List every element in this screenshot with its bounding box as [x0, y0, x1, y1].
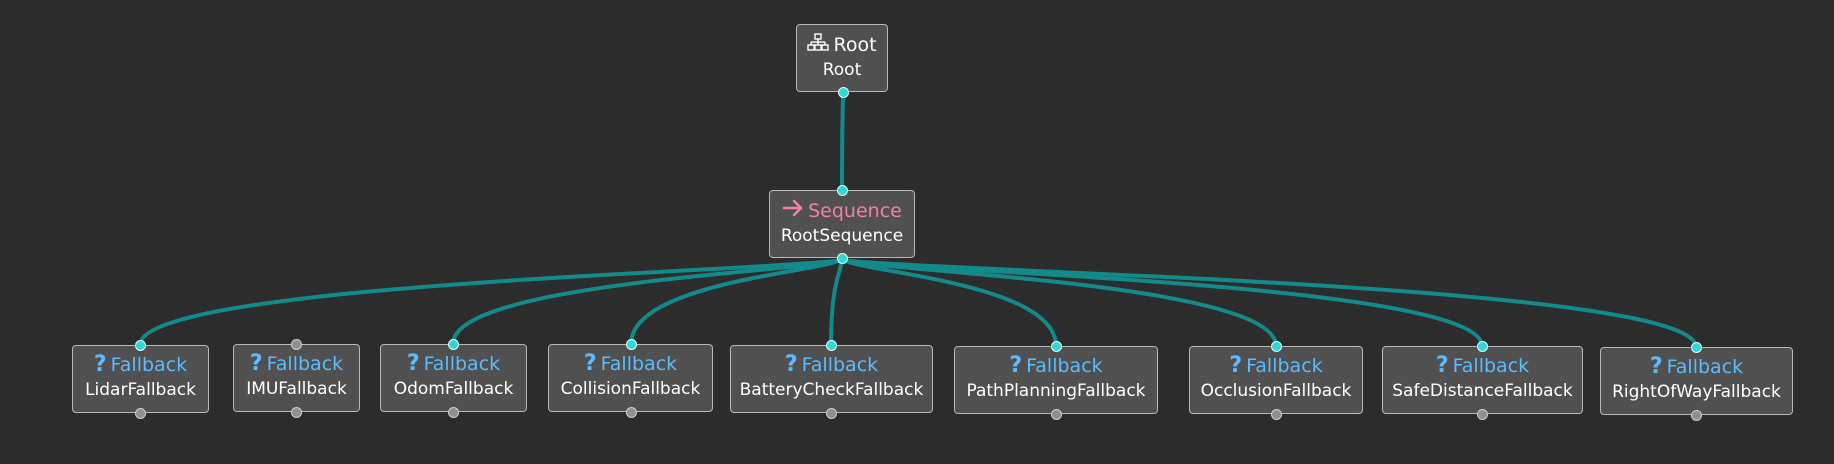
question-icon: ? [1009, 353, 1023, 378]
node-type-label: Fallback [266, 353, 344, 375]
question-icon: ? [406, 351, 420, 376]
port-pathplanning-input[interactable] [1050, 340, 1062, 352]
node-root-sequence[interactable]: Sequence RootSequence [769, 190, 915, 258]
node-name-label: RootSequence [780, 226, 904, 246]
node-type-label: Fallback [1026, 355, 1103, 377]
edge-root-sequence-to-rightofway [840, 256, 1698, 348]
node-type-label: Fallback [423, 353, 501, 375]
node-type-label: Fallback [110, 354, 188, 376]
edge-root-sequence-to-collision [629, 256, 844, 345]
port-pathplanning-output[interactable] [1050, 408, 1062, 420]
port-collision-output[interactable] [625, 406, 637, 418]
port-odom-input[interactable] [447, 338, 459, 350]
question-icon: ? [249, 351, 263, 376]
port-odom-output[interactable] [447, 406, 459, 418]
node-name-label: OdomFallback [393, 379, 514, 399]
port-battery-input[interactable] [825, 339, 837, 351]
port-root-sequence-output[interactable] [836, 252, 848, 264]
node-type-label: Fallback [1246, 355, 1323, 377]
port-lidar-input[interactable] [134, 339, 146, 351]
node-safe-distance-fallback[interactable]: ? Fallback SafeDistanceFallback [1382, 346, 1583, 414]
node-type-label: Fallback [801, 354, 879, 376]
node-name-label: LidarFallback [85, 380, 196, 400]
question-icon: ? [1229, 353, 1243, 378]
question-icon: ? [1435, 353, 1449, 378]
port-safedistance-output[interactable] [1476, 408, 1488, 420]
port-occlusion-output[interactable] [1270, 408, 1282, 420]
hierarchy-icon [807, 33, 830, 56]
node-type-label: Fallback [1452, 355, 1530, 377]
node-name-label: BatteryCheckFallback [739, 380, 924, 400]
port-root-sequence-input[interactable] [836, 184, 848, 196]
node-name-label: OcclusionFallback [1200, 381, 1352, 401]
node-root[interactable]: Root Root [796, 24, 888, 92]
port-imu-output[interactable] [290, 406, 302, 418]
edge-root-to-root-sequence [840, 91, 845, 191]
node-type-label: Fallback [1666, 356, 1744, 378]
question-icon: ? [784, 352, 798, 377]
port-battery-output[interactable] [825, 407, 837, 419]
node-collision-fallback[interactable]: ? Fallback CollisionFallback [548, 344, 713, 412]
node-name-label: IMUFallback [246, 379, 347, 399]
node-occlusion-fallback[interactable]: ? Fallback OcclusionFallback [1189, 346, 1363, 414]
edge-root-sequence-to-battery [829, 257, 844, 346]
node-name-label: RightOfWayFallback [1612, 382, 1781, 402]
node-type-label: Root [833, 33, 877, 56]
port-safedistance-input[interactable] [1476, 340, 1488, 352]
node-battery-check-fallback[interactable]: ? Fallback BatteryCheckFallback [730, 345, 933, 413]
question-icon: ? [93, 352, 107, 377]
port-imu-input[interactable] [290, 338, 302, 350]
node-type-label: Fallback [600, 353, 678, 375]
node-right-of-way-fallback[interactable]: ? Fallback RightOfWayFallback [1600, 347, 1793, 415]
arrow-right-icon [782, 199, 804, 222]
node-type-label: Sequence [808, 199, 902, 222]
node-name-label: CollisionFallback [560, 379, 701, 399]
port-rightofway-output[interactable] [1690, 409, 1702, 421]
node-imu-fallback[interactable]: ? Fallback IMUFallback [233, 344, 360, 412]
node-odom-fallback[interactable]: ? Fallback OdomFallback [380, 344, 527, 412]
node-name-label: Root [822, 60, 862, 80]
question-icon: ? [1649, 354, 1663, 379]
node-lidar-fallback[interactable]: ? Fallback LidarFallback [72, 345, 209, 413]
port-rightofway-input[interactable] [1690, 341, 1702, 353]
node-name-label: SafeDistanceFallback [1392, 381, 1573, 401]
port-root-output[interactable] [837, 86, 849, 98]
question-icon: ? [583, 351, 597, 376]
port-collision-input[interactable] [625, 338, 637, 350]
port-lidar-output[interactable] [134, 407, 146, 419]
node-path-planning-fallback[interactable]: ? Fallback PathPlanningFallback [954, 346, 1158, 414]
node-name-label: PathPlanningFallback [966, 381, 1146, 401]
port-occlusion-input[interactable] [1270, 340, 1282, 352]
